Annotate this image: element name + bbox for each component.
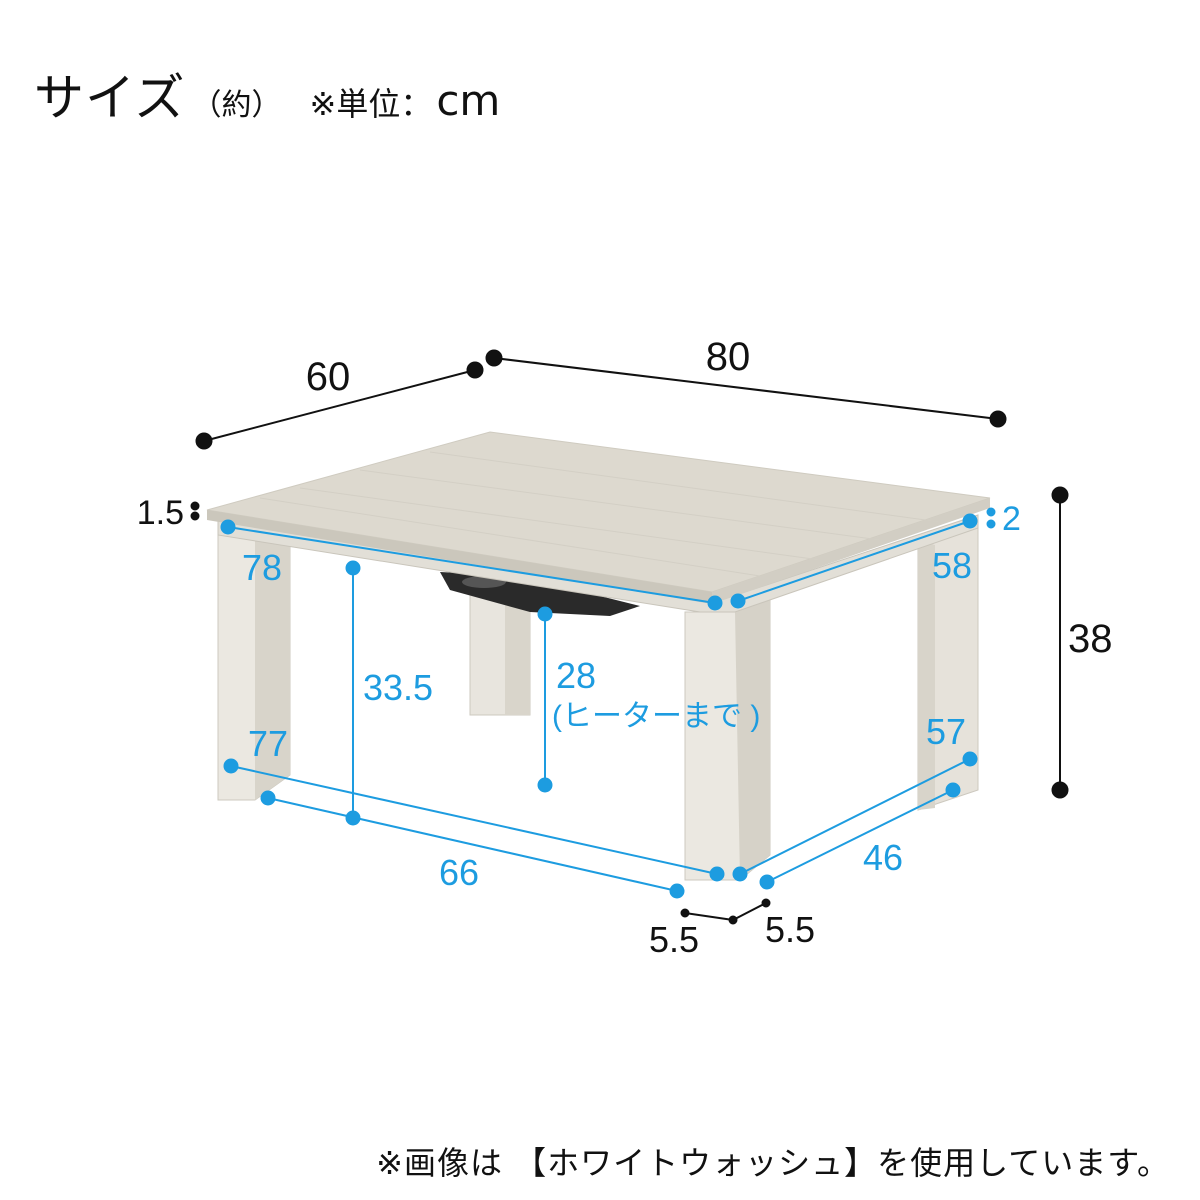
dimension-labels: 60 80 1.5 2 38 78 58 33.5 28 (ヒーターまで ) 7… [137, 335, 1113, 960]
unit-value: cm [436, 76, 501, 125]
dim-point [466, 361, 484, 379]
tabletop-surface [206, 431, 991, 593]
dim-point [669, 883, 685, 899]
label-total-height: 38 [1068, 617, 1113, 661]
dim-point [485, 349, 503, 367]
dim-point [1051, 486, 1069, 504]
dim-point [223, 758, 239, 774]
dim-point [945, 782, 961, 798]
dim-point [190, 511, 200, 521]
dim-point [730, 593, 746, 609]
dim-point [759, 874, 775, 890]
tabletop-edge [207, 510, 712, 604]
dim-point [190, 501, 200, 511]
dim-point [709, 866, 725, 882]
dim-point [345, 560, 361, 576]
label-heater-note: (ヒーターまで ) [552, 700, 760, 733]
unit-label: ※単位： [309, 85, 433, 123]
dim-point [195, 432, 213, 450]
dim-point [537, 777, 553, 793]
outer-dimensions [190, 349, 1069, 925]
label-top-depth: 60 [306, 355, 351, 399]
label-top-width: 80 [706, 335, 751, 379]
dim-point [1051, 781, 1069, 799]
dim-point [986, 507, 996, 517]
page-header: サイズ （約） ※単位： cm [34, 58, 500, 130]
dim-point [537, 606, 553, 622]
label-frame-depth-lower: 57 [926, 711, 966, 752]
dim-point [962, 513, 978, 529]
label-frame-width-upper: 78 [242, 547, 282, 588]
dim-point [220, 519, 236, 535]
label-top-thickness-left: 1.5 [137, 494, 184, 532]
label-frame-depth-upper: 58 [932, 545, 972, 586]
dim-point [989, 410, 1007, 428]
page-title: サイズ [34, 69, 186, 127]
dim-point [761, 898, 771, 908]
label-clearance-height: 33.5 [363, 667, 433, 708]
label-frame-width-lower: 77 [248, 723, 288, 764]
label-leg-span-depth: 46 [863, 837, 903, 878]
dim-point [707, 595, 723, 611]
label-top-thickness-right: 2 [1002, 500, 1021, 538]
dim-point [732, 866, 748, 882]
dim-point [680, 908, 690, 918]
table-illustration [206, 431, 991, 881]
label-leg-span-width: 66 [439, 852, 479, 893]
label-leg-depth: 5.5 [765, 909, 815, 950]
label-leg-width: 5.5 [649, 919, 699, 960]
label-heater-clearance: 28 [556, 655, 596, 696]
dim-point [728, 915, 738, 925]
dim-point [260, 790, 276, 806]
dim-point [986, 519, 996, 529]
inner-dimensions [220, 507, 996, 899]
footer-note: ※画像は 【ホワイトウォッシュ】を使用しています。 [376, 1144, 1170, 1182]
dim-point [962, 751, 978, 767]
approx-label: （約） [191, 88, 282, 123]
